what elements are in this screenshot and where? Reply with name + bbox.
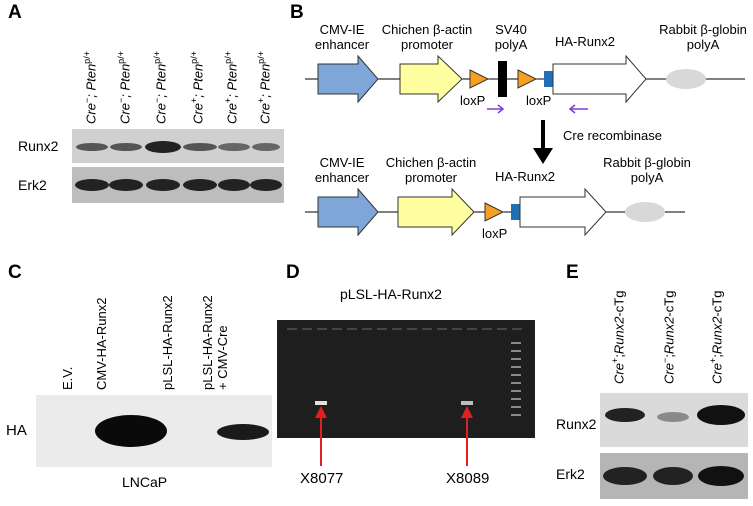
panel-b-letter: B	[290, 2, 304, 23]
bottom-cmv-label: CMV-IE enhancer	[314, 155, 370, 185]
top-polya-oval	[666, 69, 706, 89]
panel-c-letter: C	[8, 262, 22, 283]
bottom-runx2-arrow	[519, 187, 607, 237]
bottom-ha-label: HA-Runx2	[495, 169, 555, 184]
panel-c-lane-label: pLSL-HA-Runx2+ CMV-Cre	[200, 295, 230, 390]
panel-d-title: pLSL-HA-Runx2	[340, 286, 442, 302]
panel-d-arrow2-label: X8089	[446, 470, 490, 487]
panel-e-erk2-blot	[600, 453, 748, 499]
bottom-actin-label: Chichen β-actin promoter	[385, 155, 477, 185]
bottom-cmv-arrow	[317, 187, 379, 237]
panel-c-lane-label: pLSL-HA-Runx2	[160, 295, 175, 390]
panel-e-letter: E	[566, 262, 579, 283]
panel-a-lane-label: Cre−; Ptenp/+	[152, 51, 169, 124]
gel-band-x8077	[315, 401, 327, 405]
top-loxp2-label: loxP	[526, 93, 552, 108]
top-rabbit-label: Rabbit β-globin polyA	[659, 22, 747, 52]
bottom-actin-arrow	[397, 187, 475, 237]
panel-e-runx2-blot	[600, 393, 748, 447]
bottom-loxp-label: loxP	[482, 226, 508, 241]
panel-b-construct-diagram	[305, 54, 745, 237]
panel-a-lane-label: Cre−; Ptenp/+	[82, 51, 99, 124]
panel-e-runx2-label: Runx2	[556, 416, 597, 432]
panel-d-letter: D	[286, 262, 300, 283]
top-runx2-arrow	[552, 54, 647, 104]
panel-e-lane-label: Cre−;Runx2-cTg	[660, 290, 677, 384]
top-loxp1-triangle	[469, 69, 490, 89]
panel-c-ha-label: HA	[6, 422, 27, 439]
panel-a-runx2-blot	[72, 129, 284, 163]
cre-recombinase-label: Cre recombinase	[563, 128, 662, 143]
panel-c-lane-label: E.V.	[60, 366, 75, 390]
panel-e-erk2-label: Erk2	[556, 466, 585, 482]
bottom-polya-oval	[625, 202, 665, 222]
sv40-block	[498, 61, 507, 97]
top-cmv-arrow	[317, 54, 379, 104]
bottom-ha-tag	[511, 204, 520, 220]
panel-c-lane-label: CMV-HA-Runx2	[94, 297, 109, 390]
panel-c-cell-line: LNCaP	[122, 474, 168, 490]
gel-band-x8089	[461, 401, 473, 405]
bottom-rabbit-label: Rabbit β-globin polyA	[603, 155, 691, 185]
bottom-loxp-triangle	[484, 202, 505, 222]
top-sv40-label: SV40 polyA	[494, 22, 528, 52]
top-loxp2-triangle	[517, 69, 538, 89]
panel-c-ha-blot	[36, 395, 272, 467]
top-cmv-label: CMV-IE enhancer	[314, 22, 370, 52]
panel-d-arrows	[315, 406, 473, 466]
panel-a-lane-label: Cre+; Ptenp/+	[189, 51, 206, 124]
panel-a-lane-label: Cre−; Ptenp/+	[116, 51, 133, 124]
top-actin-label: Chichen β-actin promoter	[381, 22, 473, 52]
panel-a-erk2-label: Erk2	[18, 177, 47, 193]
panel-e-lane-label: Cre+;Runx2-cTg	[708, 290, 725, 384]
top-actin-arrow	[399, 54, 463, 104]
top-loxp1-label: loxP	[460, 93, 486, 108]
panel-a-letter: A	[8, 2, 22, 23]
gel-ladder	[511, 342, 521, 416]
panel-d-arrow1-label: X8077	[300, 470, 344, 487]
top-ha-label: HA-Runx2	[555, 34, 615, 49]
panel-e-lane-label: Cre+;Runx2-cTg	[610, 290, 627, 384]
panel-a-erk2-blot	[72, 167, 284, 203]
top-ha-tag	[544, 71, 553, 87]
panel-a-runx2-label: Runx2	[18, 138, 59, 154]
panel-a-lane-label: Cre+; Ptenp/+	[256, 51, 273, 124]
panel-a-lane-label: Cre+; Ptenp/+	[223, 51, 240, 124]
